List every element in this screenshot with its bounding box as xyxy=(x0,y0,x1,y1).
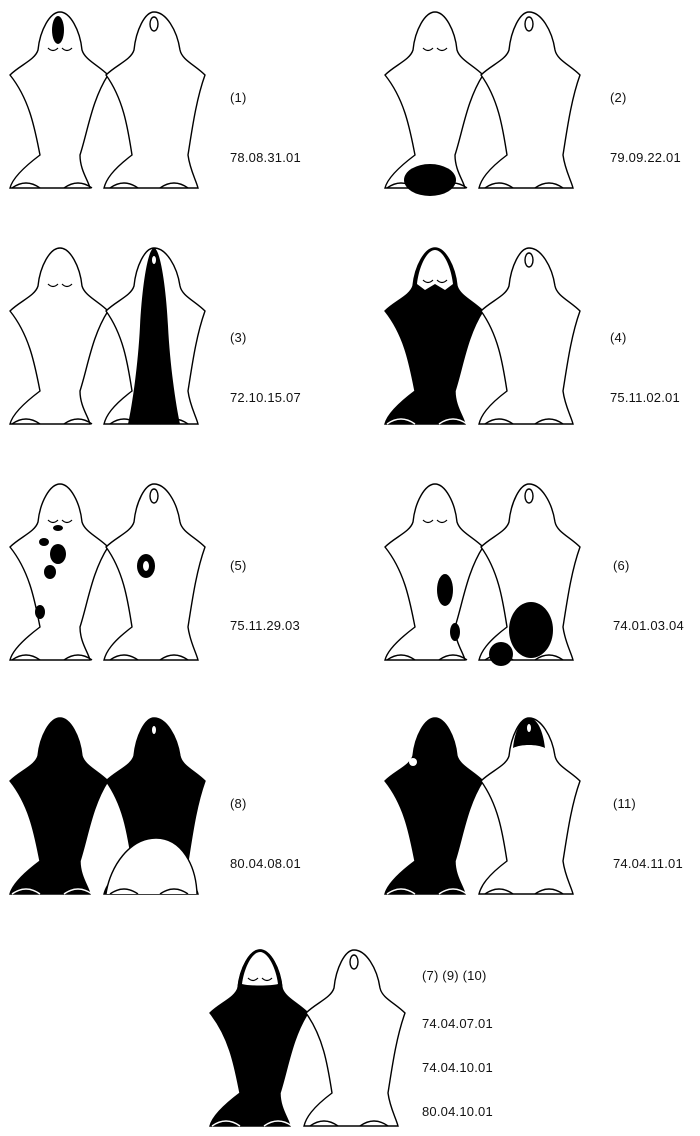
dorsal-snout xyxy=(525,253,533,267)
dorsal-body xyxy=(479,248,580,424)
ventral-body xyxy=(385,484,483,660)
panel-6: (6) 74.01.03.04 xyxy=(375,474,700,702)
spot-b xyxy=(450,623,460,641)
figure-pair-8 xyxy=(0,708,200,908)
panel-5-code: 75.11.29.03 xyxy=(230,618,300,633)
panel-1: (1) 78.08.31.01 xyxy=(0,0,350,228)
dorsal-snout xyxy=(527,724,531,732)
panel-11-number: (11) xyxy=(613,796,636,811)
panel-11-code: 74.04.11.01 xyxy=(613,856,683,871)
ventral-body xyxy=(385,12,483,188)
ventral-body xyxy=(10,484,108,660)
panel-1-number: (1) xyxy=(230,90,247,105)
dorsal-body xyxy=(104,12,205,188)
dorsal-snout xyxy=(525,489,533,503)
dorsal-snout xyxy=(350,955,358,969)
ventral-body xyxy=(10,248,108,424)
panel-4-code: 75.11.02.01 xyxy=(610,390,680,405)
panel-3-number: (3) xyxy=(230,330,247,345)
ventral-body-filled xyxy=(385,718,483,894)
panel-5-number: (5) xyxy=(230,558,247,573)
dorsal-snout xyxy=(152,726,156,734)
spot-a xyxy=(53,525,63,531)
dorsal-snout xyxy=(150,17,158,31)
panel-6-number: (6) xyxy=(613,558,630,573)
ventral-head-clear xyxy=(242,952,278,986)
panel-7-9-10-code-2: 74.04.10.01 xyxy=(422,1060,493,1075)
dorsal-spot-hole xyxy=(143,561,149,571)
panel-7-9-10: (7) (9) (10) 74.04.07.01 74.04.10.01 80.… xyxy=(200,944,700,1136)
dorsal-snout xyxy=(150,489,158,503)
dorsal-snout xyxy=(525,17,533,31)
panel-11: (11) 74.04.11.01 xyxy=(375,708,700,936)
spot-b xyxy=(39,538,49,546)
dorsal-body xyxy=(479,12,580,188)
spot-c xyxy=(50,544,66,564)
panel-8-code: 80.04.08.01 xyxy=(230,856,301,871)
figure-pair-6 xyxy=(375,474,575,674)
figure-pair-5 xyxy=(0,474,200,674)
panel-2: (2) 79.09.22.01 xyxy=(375,0,700,228)
head-mark xyxy=(52,16,64,44)
dorsal-patch-b xyxy=(489,642,513,666)
panel-2-code: 79.09.22.01 xyxy=(610,150,681,165)
figure-pair-2 xyxy=(375,0,575,200)
panel-3-code: 72.10.15.07 xyxy=(230,390,301,405)
dorsal-body xyxy=(304,950,405,1126)
ventral-body-filled xyxy=(10,718,108,894)
panel-7-9-10-code-1: 74.04.07.01 xyxy=(422,1016,493,1031)
ventral-white-spot xyxy=(409,758,417,766)
panel-7-9-10-number: (7) (9) (10) xyxy=(422,968,487,983)
spot-e xyxy=(35,605,45,619)
panel-7-9-10-code-3: 80.04.10.01 xyxy=(422,1104,493,1119)
figure-pair-3 xyxy=(0,238,200,438)
panel-2-number: (2) xyxy=(610,90,627,105)
figure-pair-4 xyxy=(375,238,575,438)
dorsal-snout xyxy=(152,256,156,264)
panel-4: (4) 75.11.02.01 xyxy=(375,238,700,466)
panel-5: (5) 75.11.29.03 xyxy=(0,474,350,702)
figure-pair-11 xyxy=(375,708,575,908)
belly-mark xyxy=(404,164,456,196)
panel-4-number: (4) xyxy=(610,330,627,345)
panel-6-code: 74.01.03.04 xyxy=(613,618,684,633)
spot-d xyxy=(44,565,56,579)
figure-pair-7-9-10 xyxy=(200,944,410,1136)
spot-a xyxy=(437,574,453,606)
dorsal-patch-a xyxy=(509,602,553,658)
panel-1-code: 78.08.31.01 xyxy=(230,150,301,165)
panel-8: (8) 80.04.08.01 xyxy=(0,708,350,936)
dorsal-body xyxy=(104,484,205,660)
panel-8-number: (8) xyxy=(230,796,247,811)
panel-3: (3) 72.10.15.07 xyxy=(0,238,350,466)
figure-pair-1 xyxy=(0,0,200,200)
